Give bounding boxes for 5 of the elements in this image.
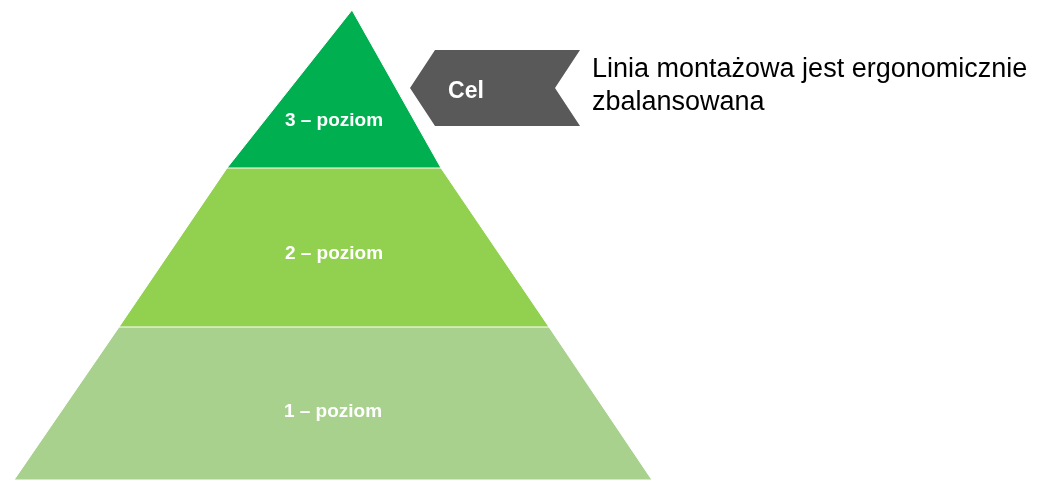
goal-description: Linia montażowa jest ergonomicznie zbalansowana <box>592 52 1029 118</box>
goal-label: Cel <box>448 76 484 104</box>
level-label: 3 – poziom <box>284 109 384 131</box>
level-label: 2 – poziom <box>284 242 384 264</box>
level-label: 1 – poziom <box>283 400 383 422</box>
